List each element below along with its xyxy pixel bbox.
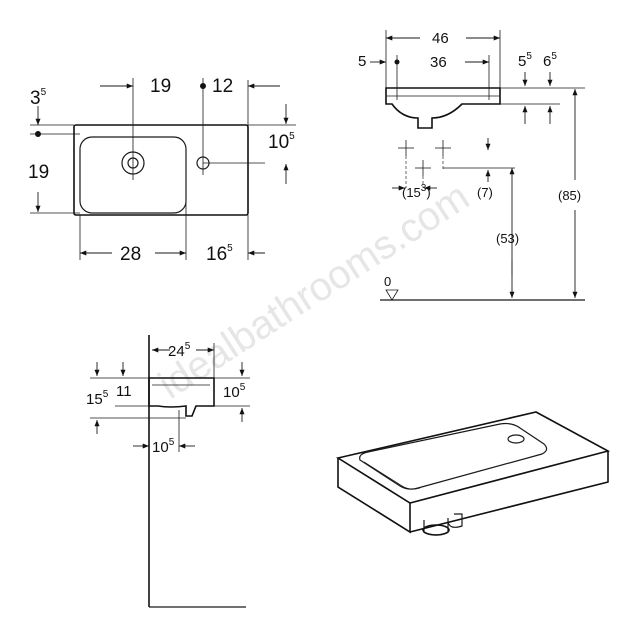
- dim-right-65: 65: [543, 51, 557, 70]
- basin-outline-plan: [73, 124, 249, 216]
- dim-right-55: 55: [518, 51, 532, 70]
- top-view: 19 12 35 19 105 28 165: [28, 76, 296, 265]
- basin-bowl-3d: [359, 422, 548, 490]
- dim-rim-105: 105: [223, 382, 246, 401]
- dim-bowl-height-11: 11: [116, 383, 132, 400]
- dim-left-offset-5: 5: [358, 53, 366, 70]
- floor-level-0: 0: [384, 274, 391, 289]
- dim-left-35: 35: [30, 87, 47, 109]
- dim-waste-offset-153: (153): [402, 183, 431, 200]
- watermark: idealbathrooms.com: [151, 174, 477, 407]
- dim-depth-245: 245: [168, 341, 191, 360]
- dim-inner-width-36: 36: [430, 54, 447, 71]
- dim-top-12: 12: [212, 76, 233, 97]
- dim-top-19: 19: [150, 76, 171, 97]
- basin-profile-front: [385, 87, 501, 129]
- basin-section-side: [148, 377, 215, 417]
- dim-overall-height-85: (85): [558, 188, 581, 203]
- front-view: 46 5 36 55 65 (153) (7): [358, 30, 585, 301]
- basin-front-face-3d: [337, 458, 411, 534]
- dim-total-height-155: 155: [86, 389, 109, 408]
- dim-overall-width-46: 46: [432, 30, 449, 47]
- dim-bottom-28: 28: [120, 244, 141, 265]
- dim-right-105: 105: [268, 131, 295, 153]
- basin-top-rim-3d: [335, 411, 611, 504]
- dim-waste-105: 105: [152, 437, 175, 456]
- tap-hole-3d: [507, 434, 525, 444]
- dim-bottom-165: 165: [206, 243, 233, 265]
- dim-waste-height-53: (53): [496, 231, 519, 246]
- side-view: 245 155 11 105 105: [86, 335, 250, 608]
- dim-left-19: 19: [28, 162, 49, 183]
- dim-tap-offset-7: (7): [477, 185, 493, 200]
- basin-perspective: [335, 411, 611, 536]
